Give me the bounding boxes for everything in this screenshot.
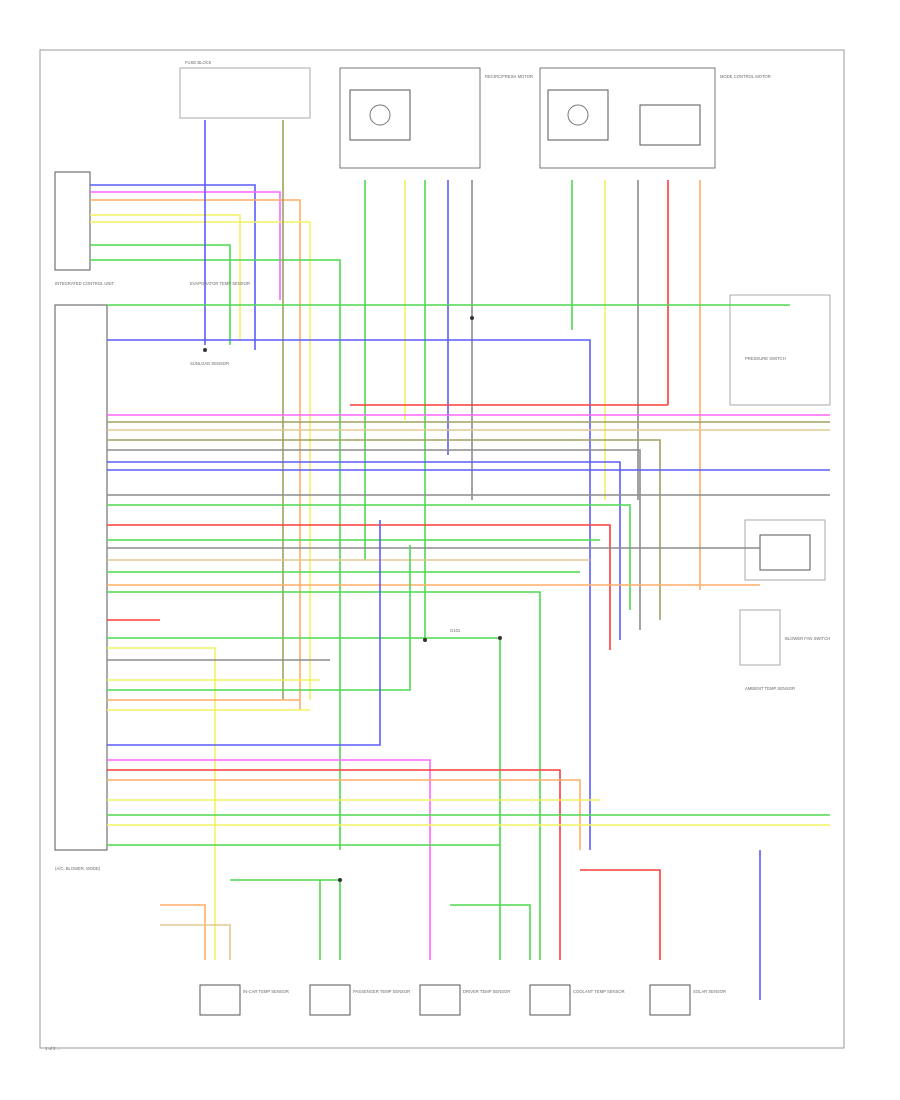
control-unit-note: (A/C, BLOWER, MODE) <box>55 866 101 871</box>
sun-sensor-label: SUNLOAD SENSOR <box>190 361 229 366</box>
sensor-5: SOLAR SENSOR <box>649 984 726 1016</box>
wires <box>90 120 830 1000</box>
fuse-block-label: FUSE BLOCK <box>185 60 212 65</box>
sensor-1: IN-CAR TEMP SENSOR <box>199 984 289 1016</box>
recirc-motor: RECIRC/FRESH MOTOR <box>339 67 533 169</box>
svg-text:SOLAR SENSOR: SOLAR SENSOR <box>693 989 726 994</box>
mode-motor-label: MODE CONTROL MOTOR <box>720 74 771 79</box>
mode-motor: MODE CONTROL MOTOR <box>539 67 771 169</box>
fuse-block: FUSE BLOCK <box>179 60 311 119</box>
svg-text:IN-CAR TEMP SENSOR: IN-CAR TEMP SENSOR <box>243 989 289 994</box>
splices: G101 <box>203 316 502 882</box>
recirc-motor-label: RECIRC/FRESH MOTOR <box>485 74 533 79</box>
evap-sensor-label: EVAPORATOR TEMP SENSOR <box>190 281 250 286</box>
pressure-switch-label: PRESSURE SWITCH <box>745 356 786 361</box>
control-unit: INTEGRATED CONTROL UNIT (A/C, BLOWER, MO… <box>54 171 115 871</box>
control-unit-label: INTEGRATED CONTROL UNIT <box>55 281 115 286</box>
pressure-switch: PRESSURE SWITCH <box>729 294 831 406</box>
page-id: 1 of 2 ... <box>45 1046 60 1051</box>
sensor-4: COOLANT TEMP SENSOR <box>529 984 625 1016</box>
svg-text:PASSENGER TEMP SENSOR: PASSENGER TEMP SENSOR <box>353 989 410 994</box>
fan-switch: BLOWER FAN SWITCH <box>739 609 830 666</box>
fan-switch-label: BLOWER FAN SWITCH <box>785 636 830 641</box>
ambient-sensor-label: AMBIENT TEMP SENSOR <box>745 686 795 691</box>
ambient-sensor: AMBIENT TEMP SENSOR <box>744 519 826 691</box>
svg-text:COOLANT TEMP SENSOR: COOLANT TEMP SENSOR <box>573 989 625 994</box>
diagram-frame <box>39 49 845 1049</box>
bottom-sensors: IN-CAR TEMP SENSOR PASSENGER TEMP SENSOR… <box>199 984 726 1016</box>
splice-label: G101 <box>450 628 461 633</box>
svg-text:DRIVER TEMP SENSOR: DRIVER TEMP SENSOR <box>463 989 510 994</box>
sensor-2: PASSENGER TEMP SENSOR <box>309 984 410 1016</box>
sensor-3: DRIVER TEMP SENSOR <box>419 984 510 1016</box>
